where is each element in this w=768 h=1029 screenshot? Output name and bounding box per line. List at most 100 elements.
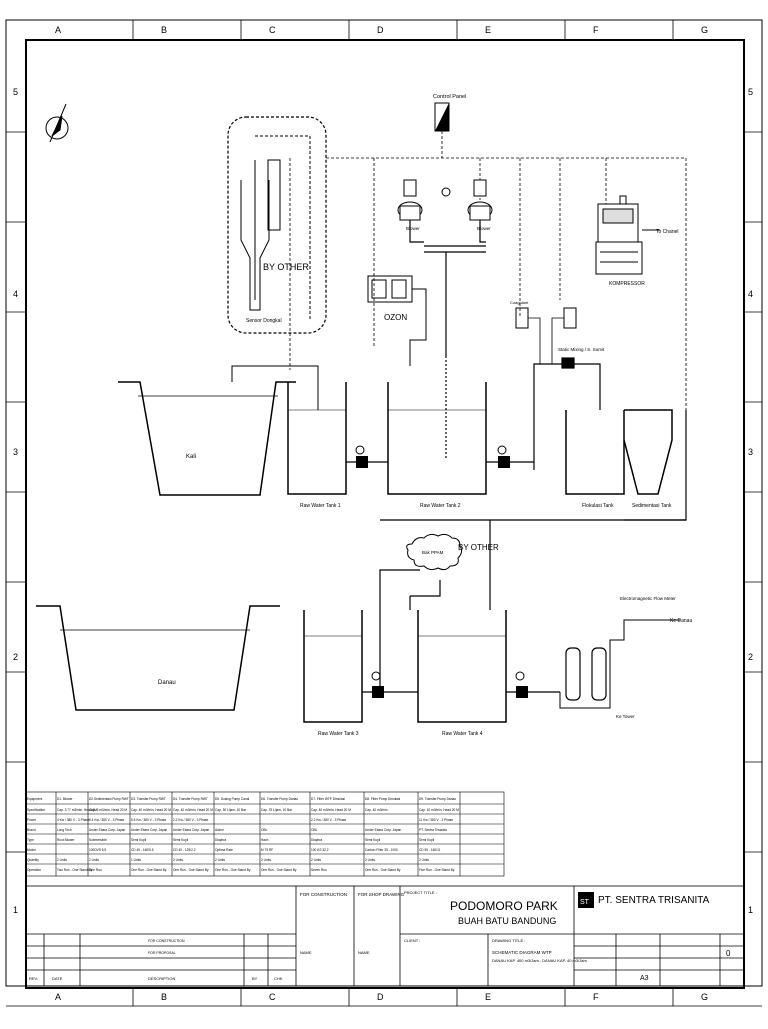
equipment-table-cell: Submersible [89, 838, 107, 842]
equipment-table-cell: 2 Units [215, 858, 225, 862]
grid-col-c-top: C [269, 25, 276, 35]
equipment-table-cell: Semi Kupil [419, 838, 435, 842]
static-mixer-label: Static Mixing / S. Sumit [558, 347, 605, 352]
equipment-table-header-cell: Equipment [27, 797, 42, 801]
equipment-table-cell: Long Tech [57, 828, 72, 832]
equipment-table-cell: Cap. 6 m3/min, Head 20 M [89, 808, 127, 812]
by-other-label-1: BY OTHER [263, 262, 309, 272]
grid-row-3-right: 3 [748, 447, 753, 457]
by-col-header: BY [252, 976, 258, 981]
equipment-table-cell: 2.2 Kw / 380 V - 3 Phase [173, 818, 208, 822]
pump-d3-icon [356, 456, 368, 468]
grid-row-2-right: 2 [748, 652, 753, 662]
grid-row-5-right: 5 [748, 87, 753, 97]
grid-row-5-left: 5 [13, 87, 18, 97]
raw-water-tank-3-label: Raw Water Tank 3 [318, 731, 359, 737]
rev-row-for-construction: FOR CONSTRUCTION [148, 939, 185, 943]
ke-danau-label: Ke Danau [670, 618, 692, 624]
grid-col-d-top: D [377, 25, 384, 35]
svg-text:ST: ST [580, 899, 590, 906]
grid-col-g-top: G [701, 25, 708, 35]
equipment-table-cell: Cap. 3.77 m3/min, Head 4M [57, 808, 97, 812]
raw-water-tank-1-label: Raw Water Tank 1 [300, 503, 341, 509]
pump-d4-icon [498, 456, 510, 468]
raw-water-tank-3 [303, 610, 363, 723]
inner-frame [25, 39, 745, 989]
pump-d9-icon [516, 686, 528, 698]
equipment-table-cell: M 75 RF [261, 848, 273, 852]
equipment-table-cell: 100DVS 5.5 [89, 848, 106, 852]
equipment-table-cell: OBL [311, 828, 318, 832]
transfer-pipe-row-3 [346, 410, 687, 521]
equipment-table-cell: 2 Units [419, 858, 429, 862]
company-name: PT. SENTRA TRISANITA [598, 895, 710, 906]
grid-col-a-bottom: A [55, 992, 61, 1002]
control-signal-lines [289, 131, 687, 520]
equipment-table-header-cell: D8. Filter Pump Dimulasi [365, 797, 401, 801]
ozone-cell-2 [391, 279, 407, 299]
name-label-2: NAME [358, 950, 370, 955]
equipment-table-cell: 5.5 Kw / 380 V - 3 Phase [131, 818, 166, 822]
grid-row-4-right: 4 [748, 289, 753, 299]
equipment-table-cell: Five Run - One Stand By [419, 868, 455, 872]
danau-label: Danau [158, 680, 176, 686]
grid-col-f-top: F [593, 25, 599, 35]
equipment-table-cell: Under Ebara Corp. Japan [365, 828, 402, 832]
grid-col-c-bottom: C [269, 992, 276, 1002]
control-panel-icon [434, 102, 450, 132]
sand-filter [565, 647, 581, 701]
equipment-table-cell: One Run [89, 868, 102, 872]
grid-col-d-bottom: D [377, 992, 384, 1002]
grid-row-1-right: 1 [748, 905, 753, 915]
company-logo-icon: ST [578, 892, 594, 908]
sensor-dongkal-unit [240, 135, 311, 320]
blower-1-icon [397, 179, 423, 221]
project-location: BUAH BATU BANDUNG [458, 916, 556, 926]
name-label-1: NAME [300, 950, 312, 955]
raw-water-tank-1 [287, 382, 347, 495]
equipment-table-cell: Cap. 40 m3/min, Head 20 M [131, 808, 171, 812]
ke-tower-label: Ke Tower [616, 714, 635, 719]
equipment-table-cell: Two Run - One Stand By [57, 868, 93, 872]
equipment-table-cell: PT. Sentra Trisanita [419, 828, 447, 832]
pump-tag-2 [497, 445, 507, 455]
kali-label: Kali [186, 454, 196, 460]
raw-water-tank-2-label: Raw Water Tank 2 [420, 503, 461, 509]
equipment-table-cell: CD 40 - 160/5.5 [131, 848, 154, 852]
blower-tag-d1 [441, 187, 451, 197]
title-block-grid [25, 885, 745, 987]
equipment-table-cell: 2 Units [57, 858, 67, 862]
equipment-table-cell: One Run - One Stand By [131, 868, 167, 872]
equipment-table-cell: Under Ebara Corp. Japan [131, 828, 168, 832]
equipment-table-cell: Cap. 75 L/jam, 10 Bar [261, 808, 293, 812]
north-arrow-icon [45, 103, 69, 143]
compressor-label: KOMPRESSOR [609, 281, 645, 287]
equipment-table-header-cell: D6. Transfer Pump Danau [261, 797, 298, 801]
grid-column-markers-top [6, 20, 762, 1007]
equipment-table-cell: 100 KS 32.2 [311, 848, 329, 852]
drawing-title: SCHEMATIC DIAGRAM WTP [492, 950, 552, 955]
equipment-table-cell: Cap. 10 m3/min, Head 20 M [419, 808, 459, 812]
pump-tag-1 [355, 445, 365, 455]
equipment-table-header-cell: D4. Transfer Pump RWT [173, 797, 208, 801]
equipment-table-cell: 4 Kw / 380 V - 3 Phase [57, 818, 90, 822]
control-panel-label: Control Panel [433, 94, 466, 100]
equipment-table-grid [25, 791, 505, 877]
equipment-table-cell: Operation [27, 868, 41, 872]
equipment-table-cell: 2.2 Kw / 380 V - 3 Phase [311, 818, 346, 822]
equipment-table-cell: OBL [261, 828, 268, 832]
equipment-table-header-cell: D9. Transfer Pump Danau [419, 797, 456, 801]
drawing-title-label: DRAWING TITLE : [492, 938, 525, 943]
grid-row-4-left: 4 [13, 289, 18, 299]
equipment-table-cell: Hach [261, 838, 269, 842]
equipment-table-cell: Cap. 40 m3/min, Head 20 M [173, 808, 213, 812]
flow-meter-label: Electromagnetic Flow Meter [620, 596, 676, 601]
equipment-table-cell: Diaphra [311, 838, 322, 842]
sensor-dongkal-label: Sensor Dongkal [246, 318, 282, 324]
ozon-label: OZON [384, 313, 407, 322]
equipment-table-cell: Under Ebara Corp. Japan [173, 828, 210, 832]
equipment-table-header-cell: D2.Sedimentasi Pump RWT [89, 797, 129, 801]
grid-col-b-bottom: B [161, 992, 167, 1002]
